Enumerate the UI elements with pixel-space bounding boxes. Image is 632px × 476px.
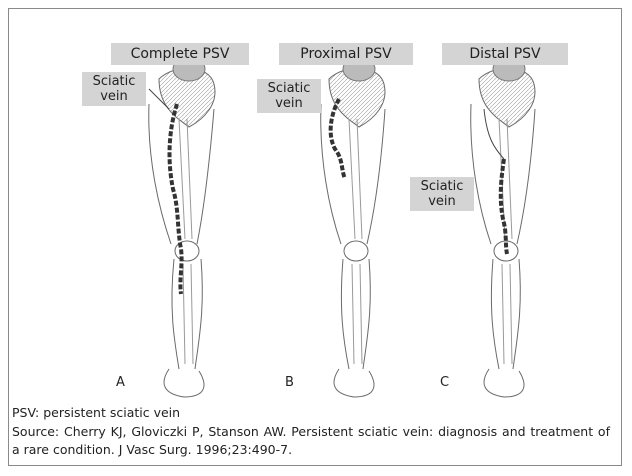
source-citation: Source: Cherry KJ, Gloviczki P, Stanson …: [12, 423, 610, 459]
panel-c-vein-label: Sciatic vein: [410, 177, 474, 211]
leg-c: [471, 57, 535, 397]
leg-b: [321, 57, 385, 397]
figure-illustration: Complete PSV Proximal PSV Distal PSV Sci…: [9, 9, 621, 399]
panel-a-vein-label: Sciatic vein: [82, 72, 146, 106]
panel-b-letter: B: [285, 375, 294, 390]
panel-a-title: Complete PSV: [111, 43, 249, 65]
vein-label-line2: vein: [86, 89, 142, 104]
vein-label-line2: vein: [261, 96, 317, 111]
vein-label-line1: Sciatic: [414, 179, 470, 194]
panel-b-vein-label: Sciatic vein: [257, 79, 321, 113]
panel-b-title: Proximal PSV: [279, 43, 413, 65]
vein-label-line1: Sciatic: [86, 74, 142, 89]
leg-anatomy-drawing: [9, 9, 621, 399]
vein-label-line2: vein: [414, 194, 470, 209]
panel-c-title: Distal PSV: [442, 43, 568, 65]
abbreviation-note: PSV: persistent sciatic vein: [12, 404, 180, 422]
leg-a: [149, 57, 215, 397]
vein-label-line1: Sciatic: [261, 81, 317, 96]
panel-a-letter: A: [116, 375, 125, 390]
panel-c-letter: C: [440, 375, 449, 390]
